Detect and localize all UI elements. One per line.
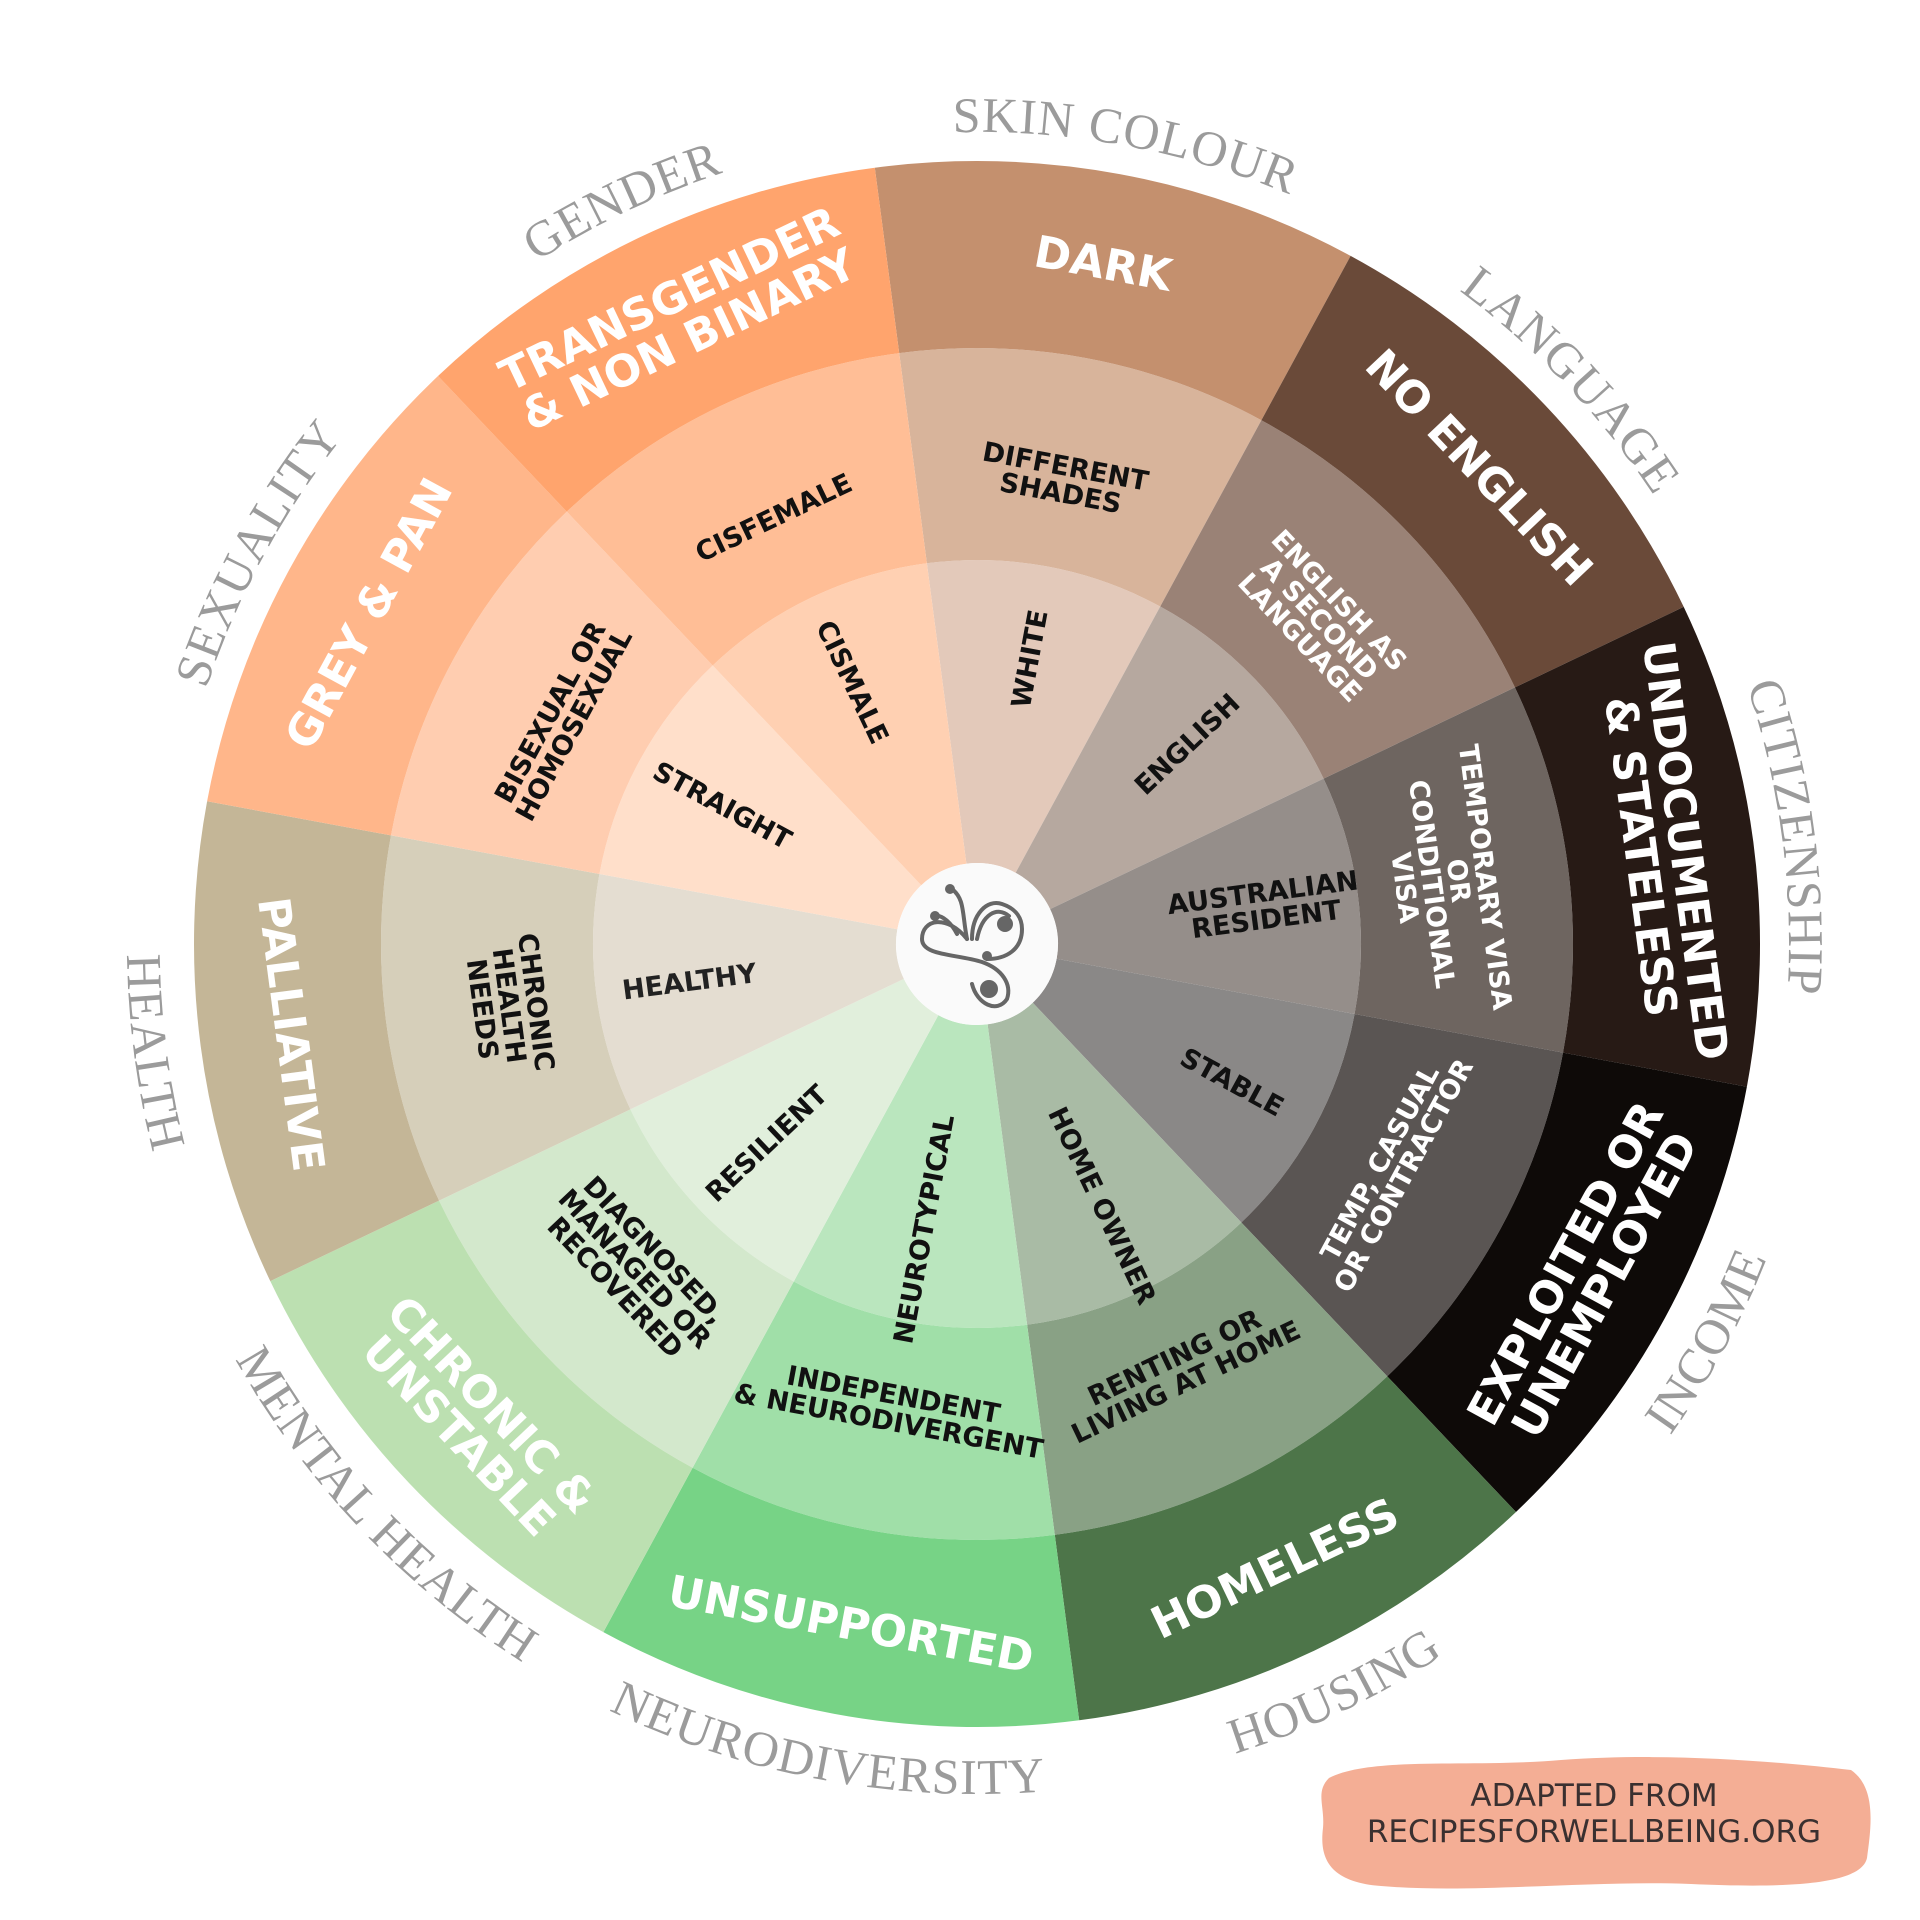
category-label-health: HEALTH bbox=[116, 953, 197, 1156]
skin-colour-middle-wedge bbox=[899, 348, 1262, 607]
skin-colour-inner-wedge bbox=[926, 560, 1161, 873]
health-inner-wedge bbox=[593, 874, 904, 1110]
credit-badge: ADAPTED FROM RECIPESFORWELLBEING.ORG bbox=[1311, 1748, 1877, 1896]
gender-outer-wedge bbox=[438, 167, 900, 512]
mental-health-inner-wedge bbox=[630, 978, 939, 1282]
butterfly-icon bbox=[896, 863, 1058, 1025]
health-middle-label: CHRONICHEALTHNEEDS bbox=[458, 931, 560, 1080]
health-outer-wedge bbox=[194, 801, 440, 1282]
sexuality-inner-wedge bbox=[599, 665, 922, 930]
neurodiversity-outer-wedge bbox=[603, 1467, 1080, 1727]
income-inner-wedge bbox=[1032, 958, 1355, 1223]
skin-colour-outer-wedge bbox=[874, 161, 1351, 421]
credit-line-1: ADAPTED FROM bbox=[1470, 1778, 1718, 1814]
citizenship-inner-wedge bbox=[1050, 778, 1361, 1014]
housing-inner-wedge bbox=[987, 1002, 1242, 1325]
citizenship-outer-wedge bbox=[1514, 606, 1760, 1087]
credit-line-2: RECIPESFORWELLBEING.ORG bbox=[1366, 1814, 1822, 1850]
mental-health-middle-wedge bbox=[439, 1109, 794, 1468]
housing-outer-wedge bbox=[1054, 1376, 1516, 1721]
mental-health-outer-wedge bbox=[270, 1200, 693, 1633]
citizenship-middle-wedge bbox=[1323, 687, 1573, 1053]
watercolor-blob bbox=[1321, 1757, 1871, 1889]
language-outer-wedge bbox=[1261, 255, 1684, 688]
center-circle bbox=[896, 863, 1058, 1025]
income-outer-wedge bbox=[1387, 1052, 1747, 1512]
housing-middle-wedge bbox=[1027, 1222, 1388, 1535]
language-inner-wedge bbox=[1015, 606, 1324, 910]
sexuality-outer-wedge bbox=[207, 376, 567, 836]
language-middle-wedge bbox=[1160, 420, 1515, 779]
neurodiversity-middle-wedge bbox=[692, 1281, 1055, 1540]
sexuality-middle-wedge bbox=[390, 511, 713, 875]
gender-middle-wedge bbox=[566, 353, 927, 666]
health-middle-wedge bbox=[381, 835, 631, 1201]
credit-text: ADAPTED FROM RECIPESFORWELLBEING.ORG bbox=[1311, 1778, 1877, 1850]
gender-inner-wedge bbox=[712, 563, 967, 886]
label-line: OR bbox=[1440, 857, 1476, 905]
neurodiversity-inner-wedge bbox=[793, 1015, 1028, 1328]
income-middle-wedge bbox=[1241, 1013, 1564, 1377]
category-text: HEALTH bbox=[116, 953, 196, 1156]
